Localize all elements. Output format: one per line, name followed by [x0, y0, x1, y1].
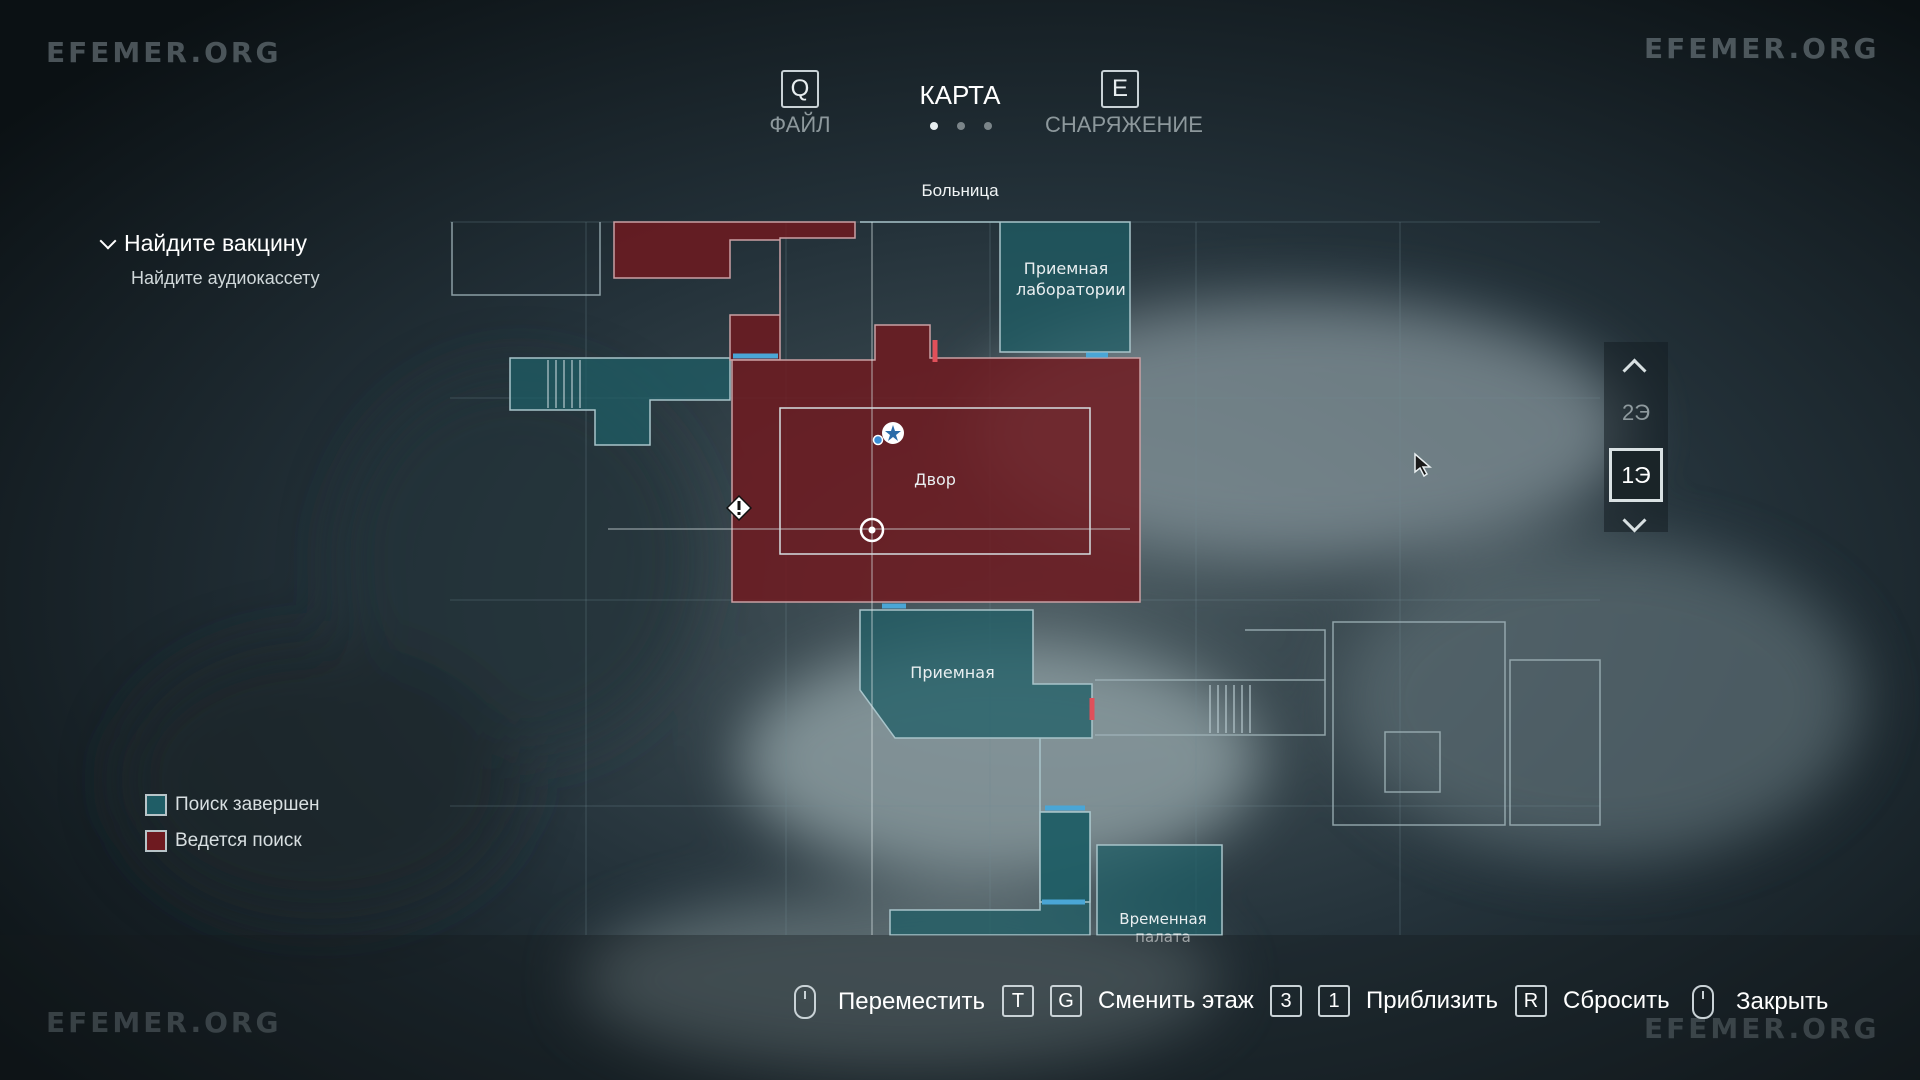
page-dot-active [930, 122, 938, 130]
legend-explored-label: Поиск завершен [175, 794, 320, 815]
floor-up-icon[interactable] [1622, 358, 1647, 383]
crosshair-cursor-icon[interactable] [858, 516, 886, 544]
legend-in-progress-swatch [145, 830, 167, 852]
floor-selector: 2Э 1Э [1604, 342, 1668, 533]
legend-explored: Поиск завершен [145, 794, 320, 816]
player-position-icon [872, 434, 884, 446]
control-move-label: Переместить [838, 988, 986, 1015]
floor-button-upper[interactable]: 2Э [1621, 400, 1651, 425]
danger-warning-icon[interactable] [726, 495, 752, 521]
key-t: T [1002, 985, 1034, 1017]
control-change-floor-label: Сменить этаж [1098, 987, 1254, 1014]
tab-equipment-label: СНАРЯЖЕНИЕ [1045, 112, 1203, 137]
objective-marker-icon[interactable] [880, 420, 906, 446]
key-e: E [1101, 70, 1139, 108]
control-move[interactable]: Переместить [794, 985, 985, 1019]
objective-main-label: Найдите вакцину [124, 230, 308, 256]
legend-in-progress-label: Ведется поиск [175, 830, 302, 851]
floor-button-current[interactable]: 1Э [1609, 448, 1663, 502]
room-label-courtyard: Двор [914, 470, 956, 489]
tab-equipment[interactable]: E СНАРЯЖЕНИЕ [1045, 70, 1203, 138]
control-change-floor[interactable]: T G Сменить этаж [1002, 985, 1254, 1017]
key-1: 1 [1318, 985, 1350, 1017]
control-close-label: Закрыть [1736, 988, 1829, 1015]
control-reset-label: Сбросить [1563, 987, 1670, 1014]
room-label-temp-ward: Временная палата [1119, 910, 1207, 946]
watermark-top-right: EFEMER.ORG [1644, 32, 1880, 65]
floor-down-icon[interactable] [1622, 508, 1647, 533]
controls-bar [0, 935, 1920, 1080]
mouse-icon [794, 985, 816, 1019]
watermark-bottom-left: EFEMER.ORG [46, 1006, 282, 1039]
control-close[interactable]: Закрыть [1692, 985, 1828, 1019]
tab-file[interactable]: Q ФАЙЛ [760, 70, 840, 138]
key-r: R [1515, 985, 1547, 1017]
legend-in-progress: Ведется поиск [145, 830, 302, 852]
mouse-right-icon [1692, 985, 1714, 1019]
watermark-bottom-right: EFEMER.ORG [1644, 1012, 1880, 1045]
tab-map-label: КАРТА [919, 80, 1001, 110]
control-zoom[interactable]: 3 1 Приблизить [1270, 985, 1498, 1017]
page-dot [957, 122, 965, 130]
legend-explored-swatch [145, 794, 167, 816]
watermark-top-left: EFEMER.ORG [46, 36, 282, 69]
tab-file-label: ФАЙЛ [769, 112, 831, 137]
key-q: Q [781, 70, 819, 108]
area-title: Больница [921, 181, 999, 200]
mouse-pointer-icon [1414, 452, 1433, 478]
chevron-down-icon [99, 232, 117, 249]
tab-map[interactable]: КАРТА [900, 80, 1020, 111]
room-label-lab-reception: Приемная лаборатории [1016, 259, 1126, 299]
control-reset[interactable]: R Сбросить [1515, 985, 1670, 1017]
control-zoom-label: Приблизить [1366, 987, 1498, 1014]
objective-main[interactable]: Найдите вакцину [99, 230, 308, 257]
key-g: G [1050, 985, 1082, 1017]
page-dot [984, 122, 992, 130]
room-label-reception: Приемная [910, 663, 995, 682]
objective-sub: Найдите аудиокассету [131, 268, 320, 288]
key-3: 3 [1270, 985, 1302, 1017]
page-indicator [930, 122, 992, 130]
